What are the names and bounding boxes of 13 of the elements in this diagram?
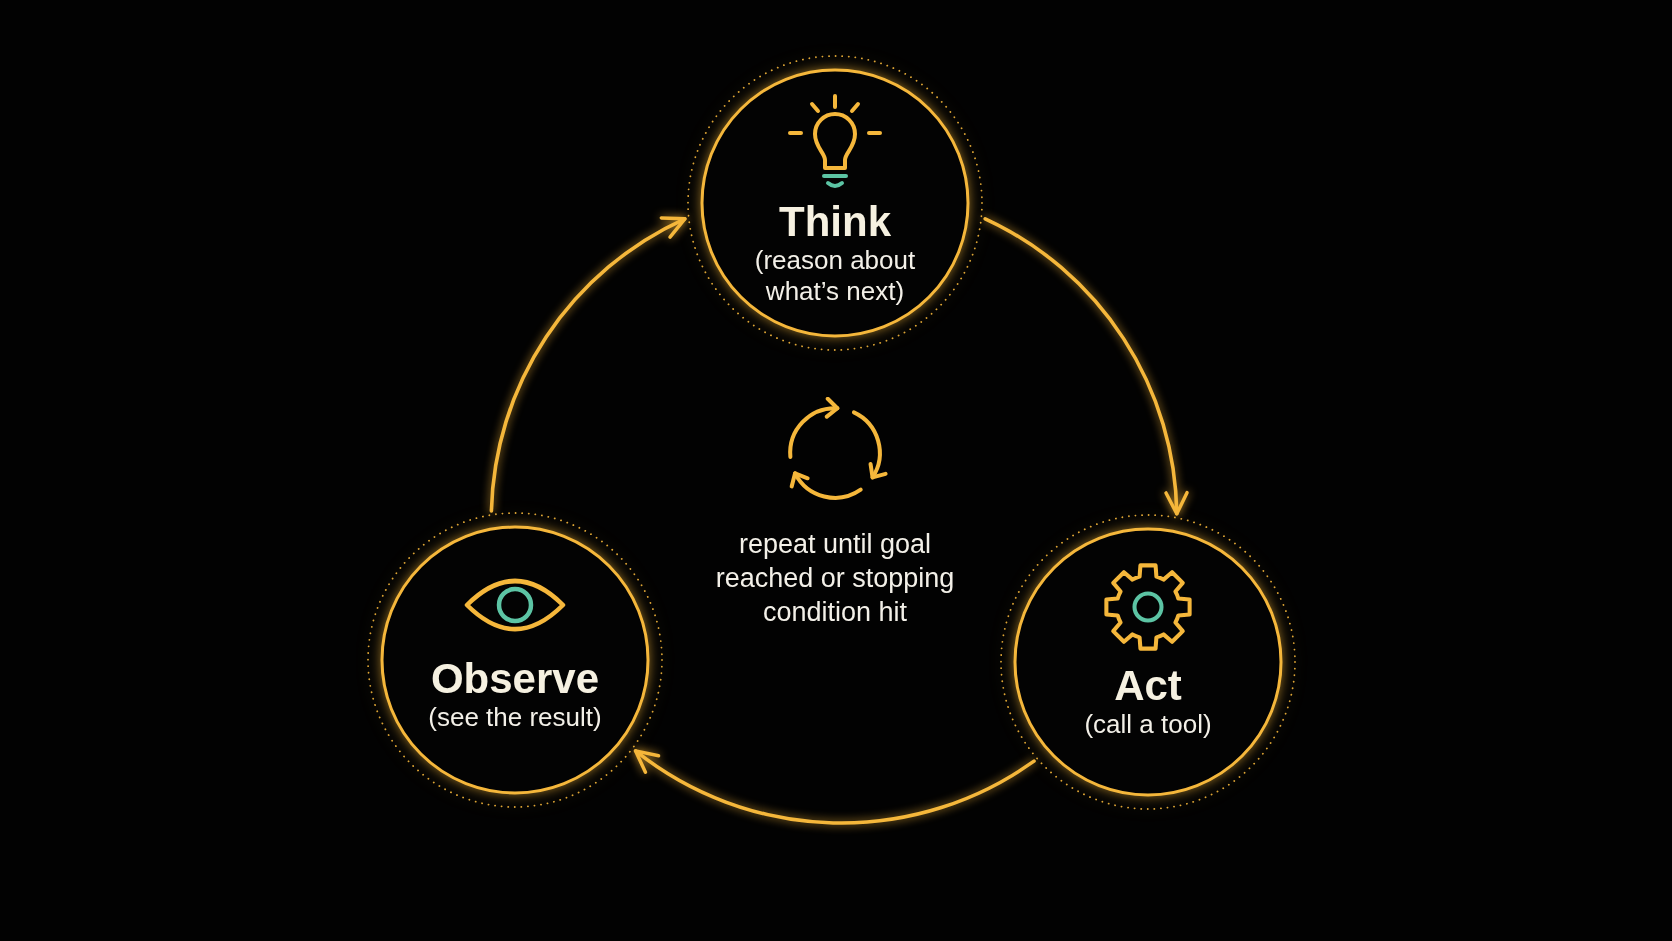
step-circle — [687, 55, 983, 351]
curved-arrow — [489, 217, 687, 513]
curved-arrow — [633, 749, 1036, 825]
step-circle — [367, 512, 663, 808]
step-description: (see the result) — [428, 702, 602, 733]
step-title: Act — [1114, 663, 1182, 709]
step-title: Think — [779, 199, 891, 245]
loop-note: repeat until goal reached or stopping condition hit — [714, 528, 956, 629]
step-title: Observe — [430, 656, 600, 702]
step-description: (reason about what’s next) — [753, 245, 917, 307]
step-description: (call a tool) — [1084, 709, 1212, 740]
curved-arrow — [983, 217, 1188, 516]
step-circle — [1000, 514, 1296, 810]
